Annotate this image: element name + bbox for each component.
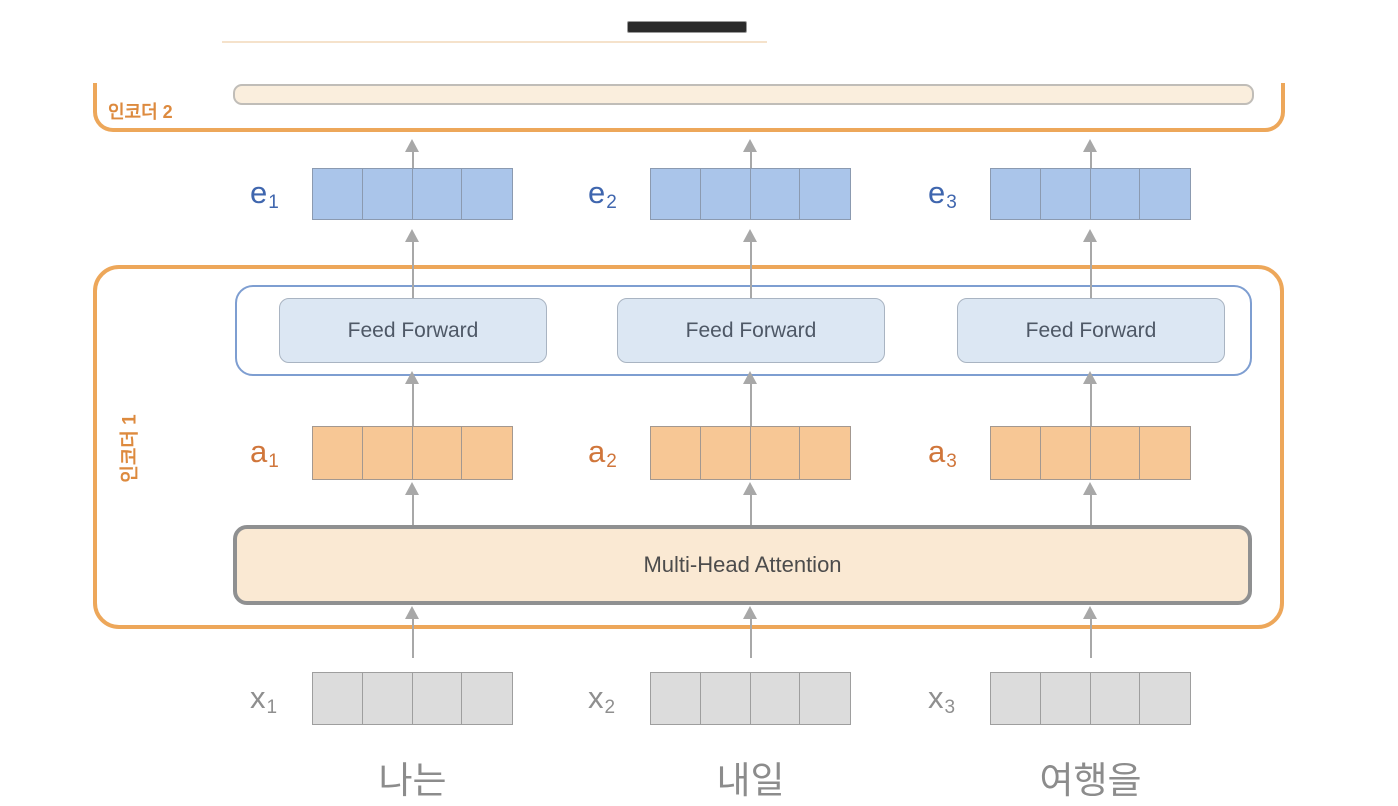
encoder2-box — [93, 83, 1285, 132]
vector-cell — [701, 427, 751, 479]
vector-cell — [363, 169, 413, 219]
arrow-up-icon — [405, 482, 419, 495]
arrow-up-icon — [1083, 606, 1097, 619]
arrow-up-icon — [1083, 139, 1097, 152]
vector-cell — [651, 673, 701, 724]
vector-cell — [363, 673, 413, 724]
vector-cell — [413, 427, 463, 479]
vector-cell — [751, 427, 801, 479]
encoder1-box — [93, 265, 1284, 629]
vector-cell — [1091, 427, 1141, 479]
vector-cell — [413, 169, 463, 219]
encoder2-attention-box — [233, 84, 1254, 105]
multi-head-attention-box: Multi-Head Attention — [233, 525, 1252, 605]
feed-forward-box-3: Feed Forward — [957, 298, 1225, 363]
vector-cell — [462, 427, 512, 479]
arrow-line — [411, 495, 414, 525]
arrow-up-icon — [405, 229, 419, 242]
arrow-line — [1089, 495, 1092, 525]
vector-cell — [800, 169, 850, 219]
vector-cell — [1091, 169, 1141, 219]
a1-vector — [312, 426, 513, 480]
arrow-line — [411, 384, 414, 426]
vector-cell — [991, 673, 1041, 724]
vector-cell — [1140, 673, 1190, 724]
vector-cell — [751, 673, 801, 724]
arrow-up-icon — [405, 606, 419, 619]
vector-cell — [1041, 169, 1091, 219]
arrow-line — [749, 495, 752, 525]
vector-cell — [413, 673, 463, 724]
encoder2-label: 인코더 2 — [108, 102, 173, 122]
arrow-line — [1089, 619, 1092, 658]
arrow-line — [1089, 384, 1092, 426]
e1-vector — [312, 168, 513, 220]
vector-cell — [313, 673, 363, 724]
token-word-3: 여행을 — [1039, 760, 1142, 801]
vector-cell — [1041, 673, 1091, 724]
x1-vector — [312, 672, 513, 725]
arrow-line — [411, 619, 414, 658]
arrow-line — [749, 619, 752, 658]
e2-vector — [650, 168, 851, 220]
arrow-up-icon — [1083, 371, 1097, 384]
arrow-line — [749, 152, 752, 168]
arrow-up-icon — [743, 606, 757, 619]
arrow-up-icon — [743, 139, 757, 152]
vector-cell — [462, 169, 512, 219]
vector-cell — [313, 427, 363, 479]
arrow-up-icon — [405, 139, 419, 152]
feed-forward-box-1: Feed Forward — [279, 298, 547, 363]
arrow-up-icon — [1083, 229, 1097, 242]
vector-cell — [462, 673, 512, 724]
top-black-bar — [627, 21, 747, 33]
arrow-line — [411, 152, 414, 168]
arrow-up-icon — [1083, 482, 1097, 495]
vector-cell — [991, 169, 1041, 219]
vector-cell — [800, 427, 850, 479]
cropped-box-edge — [222, 41, 767, 43]
vector-cell — [701, 169, 751, 219]
arrow-line — [1089, 152, 1092, 168]
vector-cell — [1091, 673, 1141, 724]
a3-vector — [990, 426, 1191, 480]
e3-vector — [990, 168, 1191, 220]
vector-cell — [991, 427, 1041, 479]
encoder1-label: 인코더 1 — [119, 413, 141, 483]
vector-cell — [651, 169, 701, 219]
vector-cell — [1140, 169, 1190, 219]
a2-vector — [650, 426, 851, 480]
vector-cell — [751, 169, 801, 219]
arrow-up-icon — [743, 371, 757, 384]
vector-cell — [1140, 427, 1190, 479]
vector-cell — [800, 673, 850, 724]
vector-cell — [1041, 427, 1091, 479]
vector-cell — [313, 169, 363, 219]
arrow-up-icon — [743, 229, 757, 242]
token-word-2: 내일 — [716, 760, 785, 801]
vector-cell — [701, 673, 751, 724]
token-word-1: 나는 — [378, 760, 447, 801]
arrow-up-icon — [405, 371, 419, 384]
arrow-up-icon — [743, 482, 757, 495]
x3-vector — [990, 672, 1191, 725]
vector-cell — [363, 427, 413, 479]
x2-vector — [650, 672, 851, 725]
arrow-line — [749, 384, 752, 426]
feed-forward-box-2: Feed Forward — [617, 298, 885, 363]
vector-cell — [651, 427, 701, 479]
